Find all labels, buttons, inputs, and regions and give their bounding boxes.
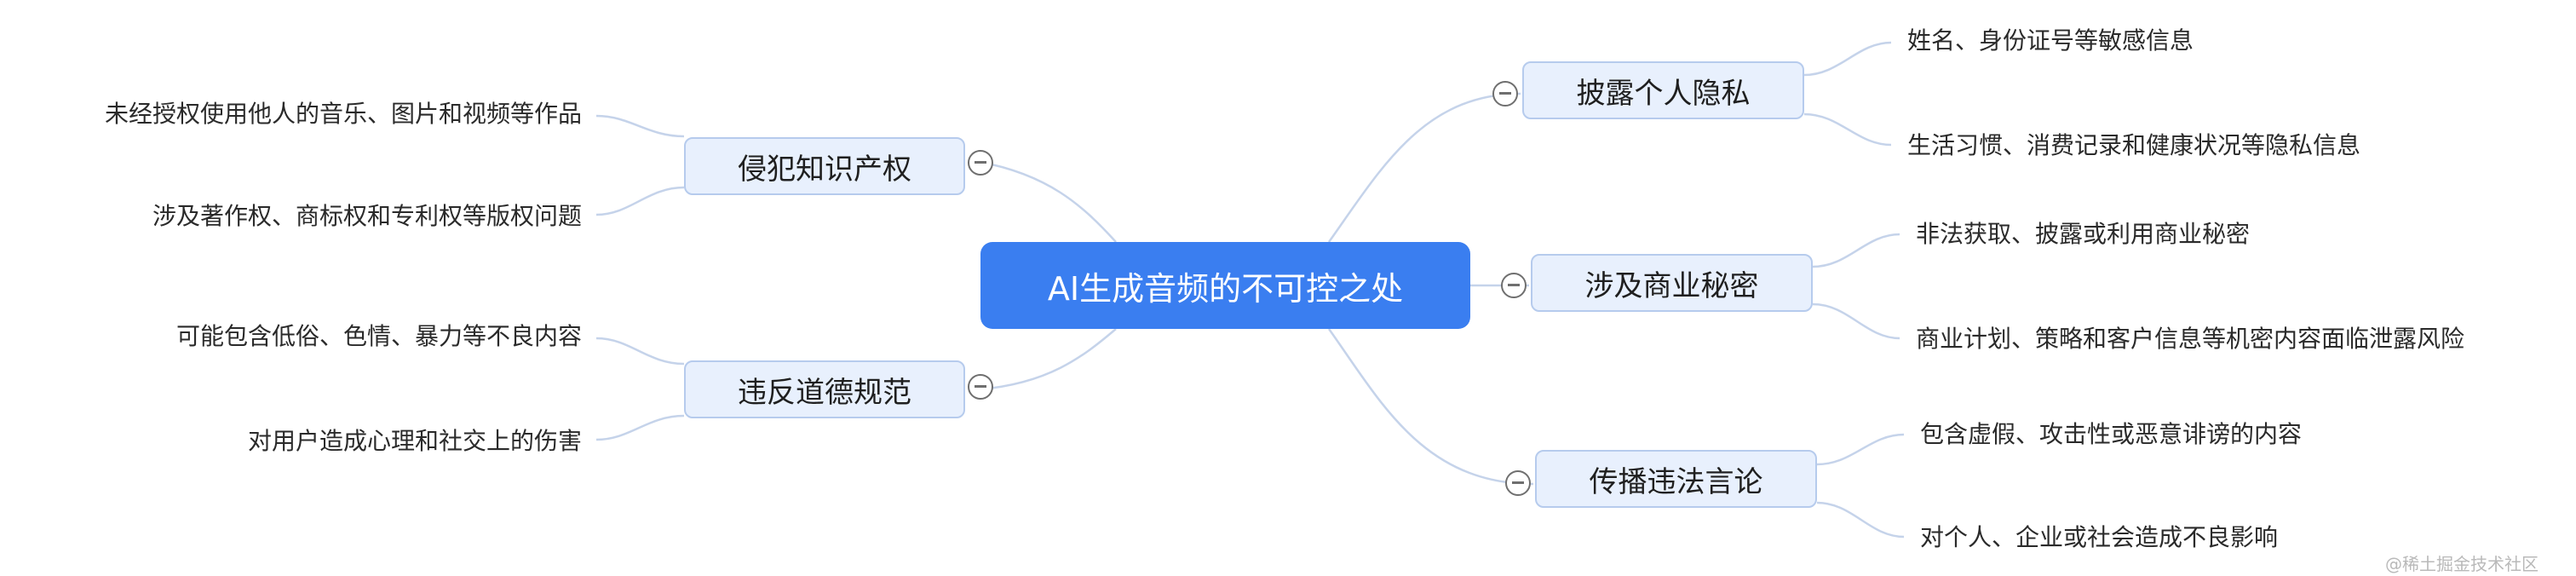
branch-ethics[interactable]: 违反道德规范 [684, 360, 965, 418]
minus-circle-icon[interactable] [1505, 470, 1531, 496]
edge-secrets-leaf-2 [1812, 302, 1900, 340]
edge-speech-leaf-1 [1816, 433, 1905, 466]
root-node[interactable]: AI生成音频的不可控之处 [980, 242, 1470, 329]
edge-root-to-ip [979, 160, 1117, 243]
edge-ip-leaf-2 [595, 186, 685, 216]
leaf-text: 非法获取、披露或利用商业秘密 [1916, 220, 2251, 248]
edge-ip-leaf-1 [595, 114, 685, 138]
watermark: @稀土掘金技术社区 [2385, 554, 2539, 574]
edge-privacy-leaf-1 [1803, 41, 1892, 77]
edge-root-to-ethics [979, 328, 1117, 391]
edge-ethics-leaf-2 [595, 414, 685, 441]
leaf-text: 包含虚假、攻击性或恶意诽谤的内容 [1920, 420, 2303, 448]
leaf-text: 生活习惯、消费记录和健康状况等隐私信息 [1907, 131, 2361, 159]
leaf-text: 对用户造成心理和社交上的伤害 [247, 427, 582, 455]
leaf-text: 商业计划、策略和客户信息等机密内容面临泄露风险 [1916, 325, 2465, 353]
branch-privacy[interactable]: 披露个人隐私 [1522, 61, 1804, 119]
edge-ethics-leaf-1 [595, 337, 685, 366]
branch-intellectual-property[interactable]: 侵犯知识产权 [684, 137, 965, 195]
branch-label: 涉及商业秘密 [1584, 268, 1759, 303]
minus-circle-icon[interactable] [968, 374, 993, 400]
branch-illegal-speech[interactable]: 传播违法言论 [1535, 450, 1817, 508]
leaf-text: 涉及著作权、商标权和专利权等版权问题 [152, 202, 582, 230]
branch-label: 传播违法言论 [1589, 464, 1763, 499]
edge-privacy-leaf-2 [1803, 112, 1892, 147]
leaf-text: 可能包含低俗、色情、暴力等不良内容 [175, 322, 582, 350]
edge-secrets-leaf-1 [1812, 233, 1900, 268]
minus-circle-icon[interactable] [1492, 81, 1518, 107]
edge-root-to-privacy [1327, 92, 1521, 243]
branch-label: 侵犯知识产权 [738, 152, 911, 187]
branch-label: 披露个人隐私 [1576, 76, 1751, 111]
leaf-text: 未经授权使用他人的音乐、图片和视频等作品 [104, 100, 582, 128]
minus-circle-icon[interactable] [968, 150, 993, 176]
root-label: AI生成音频的不可控之处 [1047, 269, 1404, 308]
edge-root-to-speech [1327, 328, 1534, 486]
leaf-text: 对个人、企业或社会造成不良影响 [1920, 523, 2279, 551]
leaf-text: 姓名、身份证号等敏感信息 [1907, 26, 2194, 55]
edge-speech-leaf-2 [1816, 501, 1905, 539]
branch-trade-secrets[interactable]: 涉及商业秘密 [1531, 254, 1813, 312]
branch-label: 违反道德规范 [738, 375, 911, 410]
minus-circle-icon[interactable] [1501, 273, 1527, 298]
